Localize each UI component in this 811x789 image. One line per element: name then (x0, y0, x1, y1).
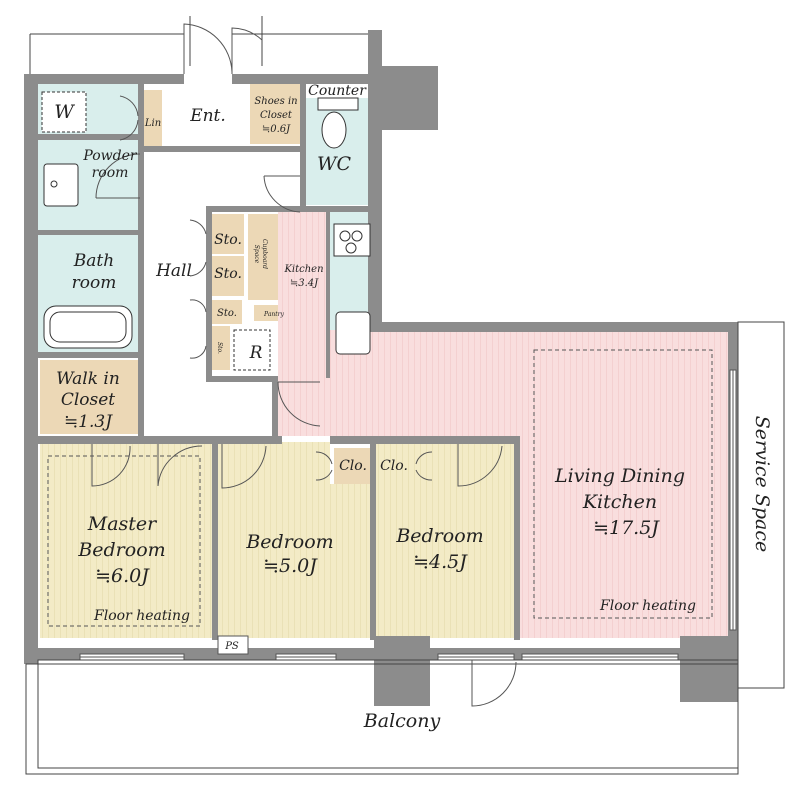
ldk-area: ≒17.5J (593, 517, 660, 539)
linen-floor (144, 90, 162, 150)
entrance-label: Ent. (189, 106, 226, 126)
master-bedroom-floor (40, 442, 212, 638)
north-column (382, 66, 438, 130)
storage-4-label: Sto. (216, 342, 223, 354)
closet-2-label: Clo. (380, 458, 408, 474)
bath-room-label-1: Bath (73, 251, 114, 271)
shoes-closet-area: ≒0.6J (262, 124, 291, 135)
kitchen-label: Kitchen (283, 264, 323, 275)
kitchen-door-wall (272, 376, 278, 438)
washer-label: W (54, 101, 75, 123)
walk-in-closet-floor (40, 360, 138, 434)
closet-1-label: Clo. (339, 458, 367, 474)
ldk-floor-heating-label: Floor heating (599, 598, 696, 614)
bedroom-23-north-wall (330, 436, 520, 444)
exterior (25, 16, 785, 775)
master-bedroom-label-1: Master (87, 513, 158, 535)
wc-label: WC (317, 153, 352, 175)
bedroom-23-wall (370, 440, 376, 640)
pantry-label: Pantry (263, 311, 284, 318)
bathtub (43, 305, 133, 349)
cupboard-label-1: Cupboard (261, 239, 268, 269)
bedroom-ldk-wall (514, 436, 520, 640)
ldk-label-1: Living Dining (554, 465, 685, 487)
counter-label: Counter (308, 83, 367, 99)
washer-south-wall (38, 134, 138, 140)
toilet-tank (317, 97, 359, 111)
entrance-south-wall (144, 146, 302, 152)
storage-west-wall (206, 206, 212, 382)
walls (24, 30, 738, 706)
master-east-wall (212, 440, 218, 640)
shoes-closet-floor (250, 84, 302, 144)
wc-west-wall (300, 84, 306, 208)
shoes-closet-label-2: Closet (260, 110, 293, 121)
stove (333, 223, 371, 257)
fixtures (41, 91, 713, 655)
bedroom-2-area: ≒5.0J (263, 555, 318, 577)
shoes-closet-label-1: Shoes in (254, 96, 297, 107)
closet-1-floor (334, 448, 372, 484)
counter-west-wall (326, 212, 330, 378)
bedroom-3-label: Bedroom (395, 525, 483, 547)
walk-in-closet-label-2: Closet (61, 390, 115, 410)
doors (91, 23, 517, 707)
east-wall-upper (368, 30, 382, 330)
south-column-right (680, 636, 738, 702)
balcony-label: Balcony (363, 710, 441, 732)
storage-2-label: Sto. (214, 266, 242, 282)
floor-fills (38, 84, 728, 638)
pipe-space-label: PS (224, 641, 239, 652)
pipe-space-box (217, 635, 249, 655)
bath-room-label-2: room (72, 273, 117, 293)
powder-room-label-2: room (92, 165, 129, 181)
hall-west-wall (138, 84, 144, 436)
bedroom-3-floor (376, 442, 516, 638)
bedroom-3-area: ≒4.5J (413, 551, 468, 573)
storage-4-floor (212, 326, 230, 370)
powder-room-label-1: Powder (82, 148, 138, 164)
kitchen-area: ≒3.4J (290, 278, 319, 289)
bedroom-2-label: Bedroom (245, 531, 333, 553)
ldk-north-wall (368, 322, 736, 332)
powder-south-wall (38, 230, 138, 235)
storage-3-label: Sto. (217, 308, 237, 319)
storage-1-floor (212, 214, 244, 254)
walk-in-closet-label-1: Walk in (56, 369, 120, 389)
toilet-bowl (321, 111, 347, 149)
washbasin (43, 163, 79, 207)
bedroom-2-floor (218, 442, 330, 638)
storage-2-floor (212, 256, 244, 296)
sink (335, 311, 371, 355)
walk-in-closet-area: ≒1.3J (64, 412, 113, 432)
service-space-label: Service Space (751, 416, 773, 552)
master-bedroom-label-2: Bedroom (77, 539, 165, 561)
refrigerator-label: R (249, 343, 263, 363)
storage-3-floor (212, 300, 242, 324)
storage-1-label: Sto. (214, 232, 242, 248)
north-wall-left (24, 74, 184, 84)
ldk-floor-heating-zone (533, 349, 713, 619)
washer-space (41, 91, 87, 133)
south-column-left (374, 636, 430, 706)
linen-label: Lin (144, 118, 161, 129)
room-labels: W Lin Ent. Shoes in Closet ≒0.6J Counter… (54, 83, 773, 732)
kitchen-north-wall (206, 206, 378, 212)
ldk-floor (278, 330, 728, 638)
bedroom-north-wall (24, 436, 282, 444)
master-floor-heating-label: Floor heating (93, 608, 190, 624)
master-bedroom-area: ≒6.0J (95, 565, 150, 587)
cupboard-label-2: Space (253, 245, 260, 264)
north-wall-right (232, 74, 374, 84)
ldk-label-2: Kitchen (582, 491, 657, 513)
refrigerator-space (233, 329, 271, 371)
bedroom-2-ext-floor (330, 484, 372, 638)
west-wall (24, 74, 38, 664)
storage-south-wall (206, 376, 278, 382)
cupboard-floor (248, 214, 278, 300)
bath-south-wall (38, 352, 138, 358)
hall-label: Hall (155, 261, 192, 281)
